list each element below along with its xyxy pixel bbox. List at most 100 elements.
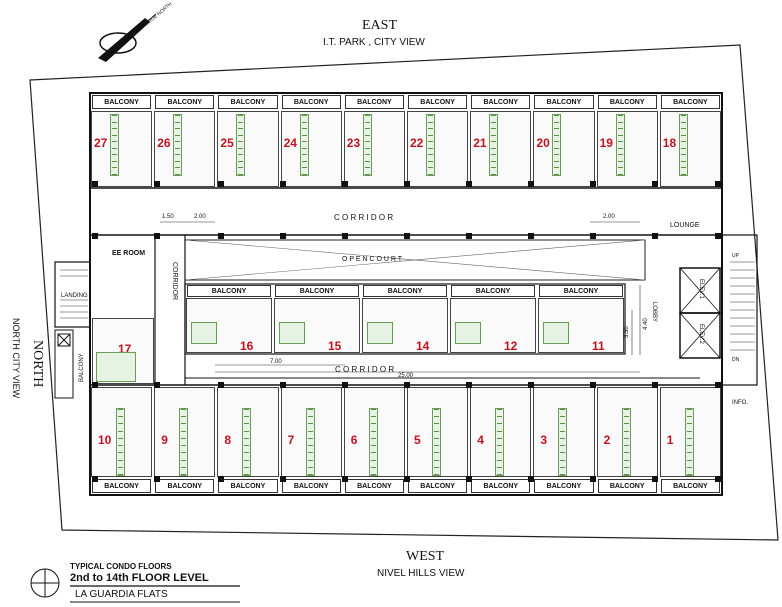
unit-number-24: 24	[283, 136, 297, 150]
column-bottom-6	[466, 476, 472, 482]
unit-number-10: 10	[98, 433, 112, 447]
dim-2-00-right: 2.00	[603, 214, 615, 220]
unit-number-26: 26	[157, 136, 171, 150]
unit-21[interactable]	[470, 111, 532, 187]
unit-number-2: 2	[603, 433, 611, 447]
elevator-1-label: ELEV.1	[698, 279, 704, 299]
unit-number-12: 12	[504, 339, 518, 353]
balcony-bottom-8: BALCONY	[218, 479, 278, 493]
elevator-2-label: ELEV.2	[698, 324, 704, 344]
unit-number-14: 14	[416, 339, 430, 353]
unit-21-number-column	[489, 114, 499, 176]
balcony-top-21: BALCONY	[471, 95, 531, 109]
column-lower-10	[715, 382, 721, 388]
corridor-top-label: C O R R I D O R	[334, 213, 394, 222]
column-corridor-1	[154, 233, 160, 239]
balcony-mid-16: BALCONY	[187, 285, 271, 297]
unit-23-number-column	[362, 114, 372, 176]
column-top-0	[92, 181, 98, 187]
corridor-left-label: CORRIDOR	[171, 262, 178, 301]
dim-25-00: 25.00	[398, 373, 414, 379]
stair-dn-label: DN	[732, 357, 740, 363]
unit-15-number-column	[279, 322, 305, 344]
dim-2-00-left: 2.00	[194, 214, 206, 220]
balcony-bottom-1: BALCONY	[660, 479, 720, 493]
column-bottom-4	[342, 476, 348, 482]
unit-12-number-column	[455, 322, 481, 344]
column-lower-3	[280, 382, 286, 388]
column-bottom-8	[590, 476, 596, 482]
column-corridor-6	[466, 233, 472, 239]
column-lower-4	[342, 382, 348, 388]
balcony-bottom-10: BALCONY	[92, 479, 152, 493]
balcony-bottom-3: BALCONY	[534, 479, 594, 493]
unit-19-number-column	[615, 114, 625, 176]
east-subtitle: I.T. PARK , CITY VIEW	[323, 37, 425, 48]
unit-number-25: 25	[220, 136, 234, 150]
balcony-top-25: BALCONY	[218, 95, 278, 109]
unit-18[interactable]	[659, 111, 721, 187]
column-bottom-5	[404, 476, 410, 482]
unit-number-18: 18	[662, 136, 677, 150]
balcony-top-24: BALCONY	[281, 95, 341, 109]
column-corridor-2	[218, 233, 224, 239]
dim-3-30: 3.30	[624, 326, 630, 338]
unit-number-7: 7	[287, 433, 295, 447]
column-top-6	[466, 181, 472, 187]
column-lower-5	[404, 382, 410, 388]
column-lower-9	[652, 382, 658, 388]
unit-27-number-column	[110, 114, 119, 176]
unit-8-number-column	[242, 408, 252, 476]
unit-number-3: 3	[540, 433, 548, 447]
column-corridor-9	[652, 233, 658, 239]
unit-18-number-column	[678, 114, 688, 176]
column-lower-7	[528, 382, 534, 388]
unit-number-5: 5	[414, 433, 421, 447]
legend-line3: LA GUARDIA FLATS	[75, 589, 168, 600]
unit-number-1: 1	[666, 433, 674, 447]
unit-25[interactable]	[217, 111, 279, 187]
unit-number-6: 6	[350, 433, 358, 447]
unit-5-number-column	[432, 408, 441, 476]
landing-label: LANDING	[61, 293, 88, 299]
west-title: WEST	[406, 549, 445, 564]
balcony-mid-12: BALCONY	[451, 285, 535, 297]
unit-26[interactable]	[154, 111, 216, 187]
unit-27[interactable]	[91, 111, 153, 187]
balcony-top-27: BALCONY	[92, 95, 152, 109]
legend-line1: TYPICAL CONDO FLOORS	[70, 562, 172, 571]
unit-11-number-column	[543, 322, 569, 344]
unit-10-number-column	[116, 408, 125, 476]
unit-20-number-column	[552, 114, 562, 176]
column-bottom-7	[528, 476, 534, 482]
unit-23[interactable]	[343, 111, 405, 187]
lobby-label: LOBBY	[651, 302, 657, 323]
column-top-9	[652, 181, 658, 187]
column-corridor-8	[590, 233, 596, 239]
unit-number-8: 8	[224, 433, 232, 447]
balcony-bottom-5: BALCONY	[408, 479, 468, 493]
west-subtitle: NIVEL HILLS VIEW	[377, 568, 465, 579]
unit-number-27: 27	[94, 136, 108, 150]
balcony-top-26: BALCONY	[155, 95, 215, 109]
unit-20[interactable]	[533, 111, 595, 187]
unit-number-15: 15	[328, 339, 342, 353]
unit-7-number-column	[305, 408, 315, 476]
unit-3-number-column	[558, 408, 568, 476]
column-top-1	[154, 181, 160, 187]
unit-number-19: 19	[599, 136, 613, 150]
unit-number-20: 20	[536, 136, 550, 150]
north-title: NORTH	[30, 340, 45, 388]
stair-up-label: UP	[732, 253, 739, 259]
column-top-7	[528, 181, 534, 187]
unit-19[interactable]	[596, 111, 658, 187]
balcony-top-23: BALCONY	[344, 95, 404, 109]
unit-22[interactable]	[407, 111, 469, 187]
balcony-vertical-label: BALCONY	[79, 353, 85, 382]
unit-number-22: 22	[410, 136, 424, 150]
unit-24[interactable]	[280, 111, 342, 187]
unit-number-21: 21	[473, 136, 487, 150]
unit-9-number-column	[179, 408, 189, 476]
east-title: EAST	[362, 18, 397, 33]
